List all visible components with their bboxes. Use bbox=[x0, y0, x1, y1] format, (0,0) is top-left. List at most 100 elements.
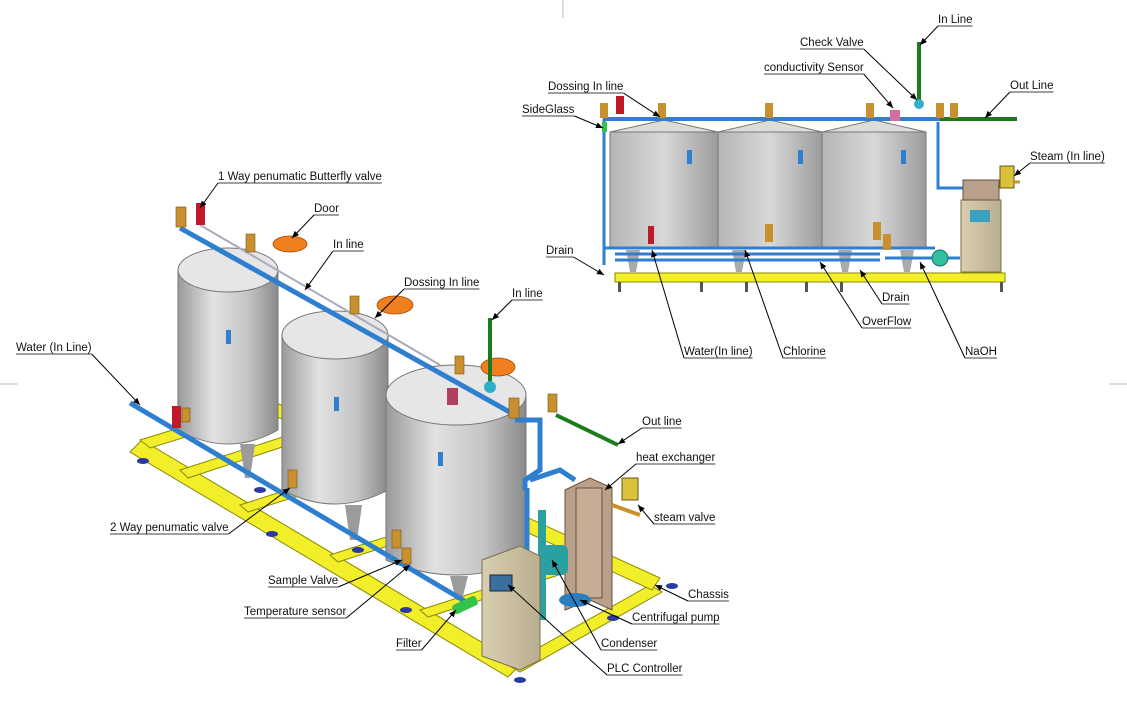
label-centrifugal-pump: Centrifugal pump bbox=[632, 612, 720, 624]
water-pipe bbox=[128, 400, 470, 606]
label-dossing-in-line-right: Dossing In line bbox=[548, 81, 623, 93]
elev-cabinet bbox=[960, 165, 1020, 273]
leader-arrowhead bbox=[920, 37, 927, 45]
leader-line bbox=[345, 564, 411, 619]
label-drain-right: Drain bbox=[882, 292, 909, 304]
leader-arrowhead bbox=[133, 397, 140, 405]
base-feet bbox=[618, 282, 1003, 292]
leader-arrowhead bbox=[492, 312, 500, 320]
chassis-feet bbox=[137, 458, 678, 683]
label-temperature-sensor: Temperature sensor bbox=[244, 606, 346, 618]
leader-line bbox=[579, 599, 633, 625]
leader-arrowhead bbox=[638, 505, 645, 513]
leader-line bbox=[91, 353, 141, 406]
label-plc-controller: PLC Controller bbox=[607, 663, 683, 675]
elev-return-pipe bbox=[936, 122, 965, 190]
leader-line bbox=[421, 609, 457, 651]
label-overflow: OverFlow bbox=[862, 316, 912, 328]
out-line-green-pipe bbox=[555, 413, 619, 447]
tank-indicators bbox=[226, 330, 443, 466]
label-naoh: NaOH bbox=[965, 346, 997, 358]
elev-conductivity-sensor bbox=[890, 110, 900, 121]
label-two-way-valve: 2 Way penumatic valve bbox=[110, 522, 228, 534]
leader-arrowhead bbox=[655, 585, 663, 591]
leader-arrowhead bbox=[985, 110, 993, 118]
label-steam-valve: steam valve bbox=[654, 512, 715, 524]
leader-line bbox=[819, 261, 863, 329]
label-out-line-left: Out line bbox=[642, 416, 682, 428]
leader-arrowhead bbox=[651, 250, 657, 258]
label-chassis: Chassis bbox=[688, 589, 729, 601]
leader-arrowhead bbox=[920, 262, 926, 270]
leader-arrowhead bbox=[595, 122, 603, 129]
leader-line bbox=[623, 92, 661, 118]
conductivity-sensor-left bbox=[447, 388, 458, 405]
leader-arrowhead bbox=[292, 230, 300, 238]
leader-line bbox=[863, 48, 918, 101]
leader-arrowhead bbox=[860, 270, 867, 278]
heat-exchanger bbox=[564, 477, 613, 611]
elev-actuator bbox=[616, 96, 624, 114]
elevation-view bbox=[600, 42, 1020, 292]
leader-arrowhead bbox=[580, 600, 588, 606]
label-drain-left: Drain bbox=[546, 245, 573, 257]
label-steam-in-line: Steam (In line) bbox=[1030, 151, 1105, 163]
leader-arrowhead bbox=[282, 488, 290, 495]
steam-valve bbox=[611, 477, 641, 517]
leader-arrowhead bbox=[652, 110, 660, 117]
elev-valves bbox=[600, 103, 958, 250]
label-dossing-in-line-left: Dossing In line bbox=[404, 277, 479, 289]
lower-valves bbox=[181, 407, 412, 565]
elev-water-actuator bbox=[648, 226, 654, 244]
water-valve-actuator bbox=[172, 406, 181, 428]
leader-arrowhead bbox=[394, 559, 402, 566]
leader-arrowhead bbox=[744, 250, 751, 258]
leader-arrowhead bbox=[305, 282, 312, 290]
elev-pump-icon bbox=[931, 249, 949, 267]
leader-line bbox=[507, 584, 608, 676]
label-sample-valve: Sample Valve bbox=[268, 575, 338, 587]
leader-arrowhead bbox=[552, 560, 558, 568]
elevation-tanks bbox=[609, 119, 927, 272]
sideglass-icon bbox=[602, 122, 607, 132]
filter-icon bbox=[452, 595, 478, 615]
label-door: Door bbox=[314, 203, 339, 215]
leader-arrowhead bbox=[1014, 169, 1022, 176]
leader-line bbox=[337, 559, 403, 588]
leader-arrowhead bbox=[508, 585, 516, 592]
leader-arrowhead bbox=[618, 437, 626, 444]
leader-arrowhead bbox=[909, 92, 917, 100]
label-sideglass: SideGlass bbox=[522, 104, 575, 116]
leader-line bbox=[863, 73, 894, 109]
leader-line bbox=[651, 249, 685, 359]
leader-arrowhead bbox=[200, 200, 207, 208]
butterfly-valve-actuator bbox=[196, 203, 205, 225]
label-condenser: Condenser bbox=[601, 638, 657, 650]
leader-arrowhead bbox=[596, 268, 604, 275]
top-valves bbox=[175, 206, 558, 419]
tank-1 bbox=[177, 247, 279, 478]
label-in-line-left: In line bbox=[333, 239, 364, 251]
plc-cabinet bbox=[481, 545, 541, 671]
label-butterfly-valve: 1 Way penumatic Butterfly valve bbox=[218, 171, 382, 183]
label-in-line-left2: In line bbox=[512, 288, 543, 300]
label-out-line-right: Out Line bbox=[1010, 80, 1053, 92]
label-filter: Filter bbox=[396, 638, 422, 650]
leader-arrowhead bbox=[449, 610, 456, 618]
base-frame bbox=[614, 272, 1006, 283]
leader-line bbox=[228, 487, 291, 535]
leader-line bbox=[919, 261, 966, 359]
check-valve-icon bbox=[484, 381, 496, 393]
leader-line bbox=[551, 559, 602, 651]
leader-arrowhead bbox=[375, 310, 383, 318]
leader-arrowhead bbox=[402, 565, 410, 572]
leader-arrowhead bbox=[886, 100, 893, 108]
label-heat-exchanger: heat exchanger bbox=[636, 452, 715, 464]
top-pipe bbox=[178, 224, 517, 418]
leader-arrowhead bbox=[605, 483, 613, 490]
label-conductivity-sensor: conductivity Sensor bbox=[764, 62, 864, 74]
label-chlorine: Chlorine bbox=[783, 346, 826, 358]
